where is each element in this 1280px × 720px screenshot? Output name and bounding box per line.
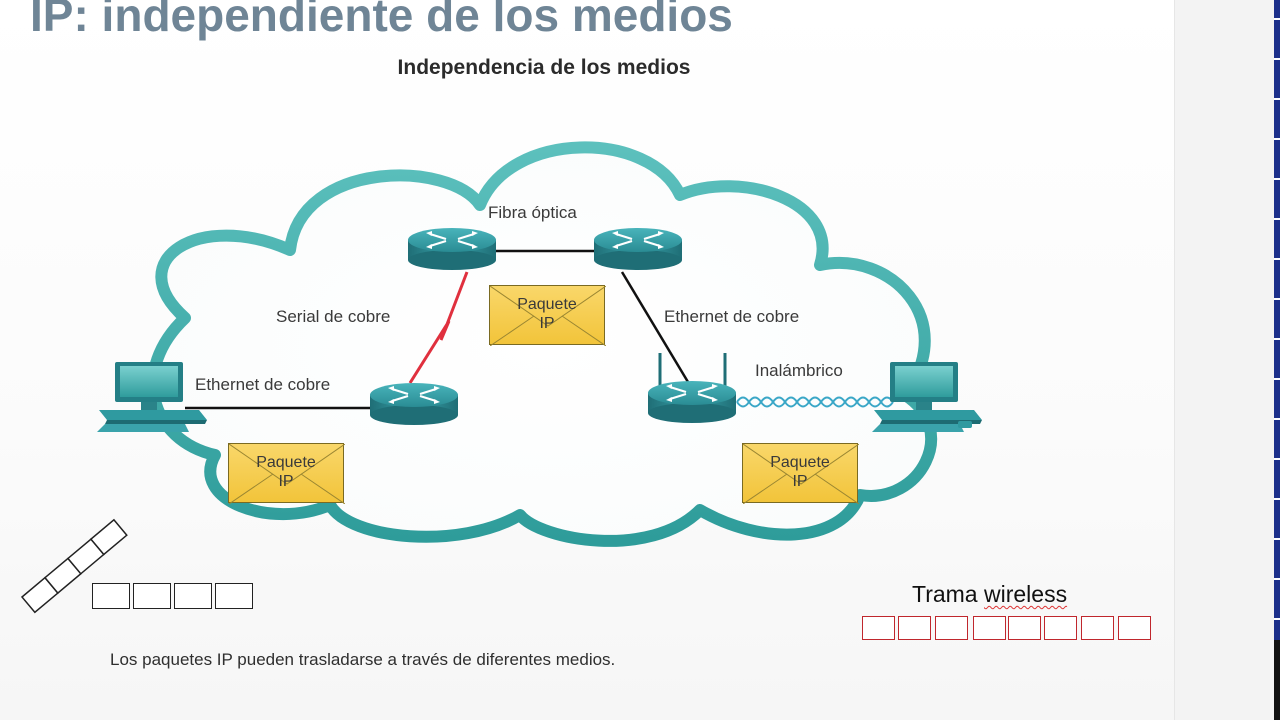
router-icon	[406, 226, 498, 272]
wireless-frame-box	[1008, 616, 1041, 640]
frame-box	[133, 583, 171, 609]
diagram-caption: Los paquetes IP pueden trasladarse a tra…	[110, 650, 616, 669]
packet-line2: IP	[539, 315, 555, 332]
trama-wireless-label: Trama wireless	[912, 581, 1067, 608]
serial-link	[408, 271, 469, 384]
router-icon	[646, 379, 738, 425]
label-ethernet-left: Ethernet de cobre	[195, 375, 331, 394]
scrollbar-track[interactable]	[1274, 0, 1280, 640]
side-panel	[1174, 0, 1275, 720]
router-icon	[592, 226, 684, 272]
network-diagram	[20, 141, 982, 614]
window-edge	[1274, 640, 1280, 720]
wireless-frame-box	[935, 616, 968, 640]
router-icon	[368, 381, 460, 427]
packet-line1: Paquete	[256, 454, 316, 471]
envelope-icon	[229, 444, 345, 504]
wireless-frame-box	[1044, 616, 1077, 640]
wireless-frame-box	[973, 616, 1006, 640]
slide-title: IP: independiente de los medios	[30, 0, 733, 41]
label-serial-cobre: Serial de cobre	[276, 307, 391, 326]
envelope-icon	[490, 286, 606, 346]
mouse-icon	[958, 421, 972, 428]
frame-box	[92, 583, 130, 609]
ethernet-link-right	[620, 271, 690, 383]
packet-line2: IP	[792, 473, 808, 490]
trama-prefix: Trama	[912, 581, 984, 607]
diagram-subtitle: Independencia de los medios	[397, 56, 691, 79]
label-fibra-optica: Fibra óptica	[488, 203, 577, 222]
wireless-link	[736, 396, 894, 408]
packet-line1: Paquete	[770, 454, 830, 471]
label-ethernet-right: Ethernet de cobre	[664, 307, 800, 326]
wireless-frame-box	[862, 616, 895, 640]
label-inalambrico: Inalámbrico	[755, 361, 843, 380]
wireless-frame-box	[898, 616, 931, 640]
frame-box	[215, 583, 253, 609]
wireless-frame-box	[1081, 616, 1114, 640]
frame-box	[174, 583, 212, 609]
packet-line2: IP	[278, 473, 294, 490]
envelope-icon	[743, 444, 859, 504]
trama-word: wireless	[984, 581, 1068, 607]
wireless-frame-box	[1118, 616, 1151, 640]
frame-boxes-tilted	[20, 518, 128, 614]
packet-line1: Paquete	[517, 296, 577, 313]
